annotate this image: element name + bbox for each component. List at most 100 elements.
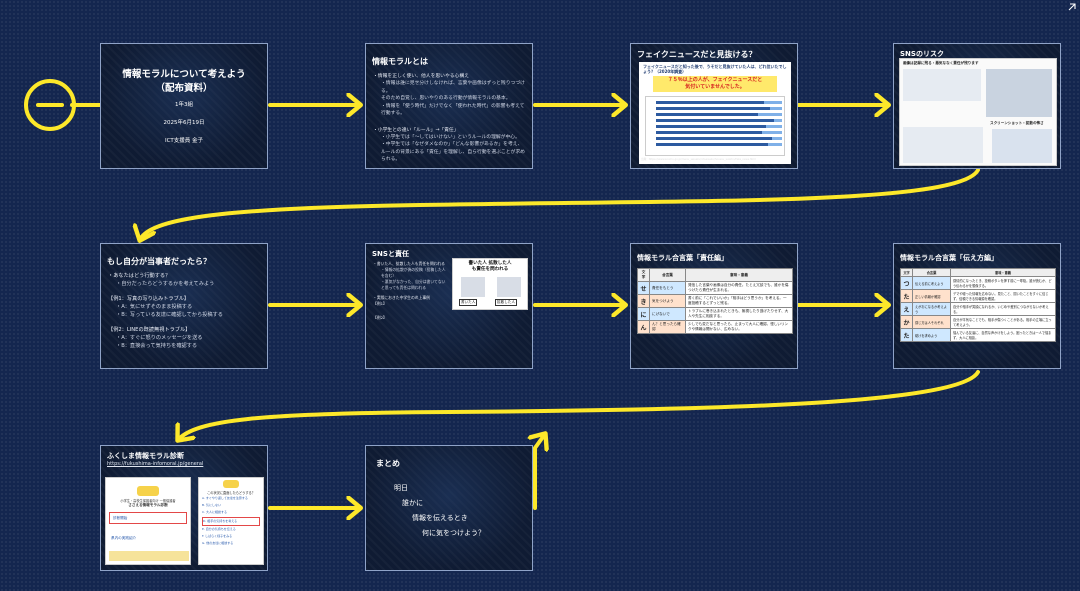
risk-heading-2: スクリーンショット・拡散の怖さ bbox=[990, 121, 1044, 125]
slide-motto-responsibility[interactable]: 情報モラル合言葉「責任編」 文字 合言葉 意味・意義 せ 責任をもとう 発信した… bbox=[630, 243, 798, 369]
slide-sns-risk[interactable]: SNSのリスク 画像は記録に残る・悪気ななく責任が残ります スクリーンショット・… bbox=[893, 43, 1061, 169]
motto-phrase: えがおになるか考えよう bbox=[912, 302, 951, 316]
motto-meaning: 少しでも変だなと思ったら、止まって大人に確認。怪しいリンクや情報は開かない、広め… bbox=[685, 320, 793, 334]
slide-heading: フェイクニュースだと見抜ける？ bbox=[637, 50, 757, 59]
label-writer: 書いた人 bbox=[459, 299, 478, 306]
bullet: 【例2：LINEの既読無視トラブル】 bbox=[108, 327, 191, 334]
bullet: そのため自覚し、思いやりのある行動が情報モラルの基本。 bbox=[381, 96, 511, 102]
answer-highlight bbox=[653, 76, 777, 92]
table-row: た 正しい情報か確認 デマや嘘った情報を広めない。見たこと、聞いたことをすぐに信… bbox=[900, 289, 1056, 303]
table-row: ん ん？と思ったら確認 少しでも変だなと思ったら、止まって大人に確認。怪しいリン… bbox=[637, 320, 793, 334]
bullet: 【例1】 bbox=[373, 301, 387, 307]
fake-news-question: フェイクニュースだと知った後で、うそだと見抜けていた人は、どれ位いたでしょう？（… bbox=[643, 64, 787, 75]
bullet: ・B：写っている友達に確認してから投稿する bbox=[116, 312, 223, 319]
option[interactable]: G. 他の友達に相談する bbox=[202, 541, 234, 546]
motto-phrase: 責任をもとう bbox=[649, 281, 686, 295]
source-note: 出典：https://www.soumu.go.jp/menu_seisaku/… bbox=[641, 158, 756, 161]
start-diagnosis-button[interactable]: 診断開始 bbox=[109, 512, 187, 524]
bullet: ・悪気がなかった、自分は書いてないと思っても責任は問われる bbox=[381, 278, 446, 290]
sns-risk-panel: 画像は記録に残る・悪気ななく責任が残ります スクリーンショット・拡散の怖さ bbox=[899, 58, 1057, 166]
slide-heading: もし自分が当事者だったら？ bbox=[107, 257, 211, 266]
motto-phrase: 正しい情報か確認 bbox=[912, 289, 951, 303]
motto-meaning: 発信した言葉や画像は自分の責任。たとえ冗談でも、誰かを傷つけたら責任が生まれる。 bbox=[685, 281, 793, 295]
callout-line: も責任を問われる bbox=[471, 266, 509, 272]
slide-heading: まとめ bbox=[376, 459, 400, 468]
motto-meaning: 悩んでいる友達に、自然な声かけをしよう。困ったときは一人で悩まず、大人に相談。 bbox=[950, 328, 1056, 342]
question-text: この状況に直面したらどうする？ bbox=[207, 491, 255, 495]
motto-phrase: 感じ方は人それぞれ bbox=[912, 315, 951, 329]
slide-heading: SNSと責任 bbox=[372, 250, 409, 258]
slide-info-moral[interactable]: 情報モラルとは ・情報を正しく使い、他人を思いやる心構え ・情報は誰に見せ分けし… bbox=[365, 43, 533, 169]
minus-circle-icon[interactable] bbox=[24, 79, 76, 131]
motto-meaning: デマや嘘った情報を広めない。見たこと、聞いたことをすぐに信じず、信頼できる情報源… bbox=[950, 289, 1056, 303]
motto-table: 文字 合言葉 意味・意義 つ 伝える前に考えよう 感情的になったとき、投稿ボタン… bbox=[900, 268, 1056, 342]
responsibility-illustration: 書いた人 拡散した人 も責任を問われる 書いた人 拡散した人 bbox=[452, 258, 528, 310]
bullet: ・実際におきた中学生の炎上事例 bbox=[373, 295, 430, 301]
slide-sns-responsibility[interactable]: SNSと責任 ・書いた人、拡散した人も責任を問われる ・情報の拡散が偽の投稿（投… bbox=[365, 243, 533, 369]
motto-phrase: 伝える前に考えよう bbox=[912, 276, 951, 290]
motto-letter: か bbox=[900, 315, 913, 329]
table-header: 文字 bbox=[637, 268, 650, 282]
table-row: つ 伝える前に考えよう 感情的になったとき、投稿ボタンを押す前に一呼吸。誰が読む… bbox=[900, 276, 1056, 290]
table-header: 合言葉 bbox=[649, 268, 686, 282]
slide-title[interactable]: 情報モラルについて考えよう （配布資料） 1年3組 2025年6月19日 ICT… bbox=[100, 43, 268, 169]
label-spreader: 拡散した人 bbox=[495, 299, 517, 306]
slide-title-date: 2025年6月19日 bbox=[163, 120, 205, 126]
motto-meaning: 感情的になったとき、投稿ボタンを押す前に一呼吸。誰が読むか、どう伝わるかを想像す… bbox=[950, 276, 1056, 290]
summary-line: 何に気をつけよう？ bbox=[422, 529, 485, 537]
motto-meaning: 自分や相手が笑顔になれるか、いじめや差別につながらないか考える。 bbox=[950, 302, 1056, 316]
slide-title-heading: 情報モラルについて考えよう bbox=[122, 69, 246, 80]
motto-meaning: 自分が平気なことでも、相手が傷つくことがある。相手の立場に立って考えよう。 bbox=[950, 315, 1056, 329]
risk-heading-1: 画像は記録に残る・悪気ななく責任が残ります bbox=[903, 61, 979, 65]
arrow-8-9 bbox=[178, 370, 980, 440]
callout-line: 書いた人 拡散した人 bbox=[468, 261, 512, 266]
bullet: 【例2】 bbox=[373, 315, 387, 321]
table-header: 意味・意義 bbox=[685, 268, 793, 282]
slide-heading: 情報モラルとは bbox=[372, 57, 428, 66]
slide-heading: 情報モラル合言葉「伝え方編」 bbox=[900, 254, 998, 262]
summary-line: 誰かに bbox=[402, 499, 423, 507]
option[interactable]: C. 大人に相談する bbox=[202, 510, 228, 515]
option[interactable]: F. しばらく様子をみる bbox=[202, 533, 233, 538]
landing-heading: ささえる情報モラル診断 bbox=[128, 503, 168, 507]
table-header: 合言葉 bbox=[912, 268, 951, 277]
bullet: ・中学生では「なぜダメなのか」「どんな影響があるか」を考え、ルールの背景にある「… bbox=[381, 142, 525, 163]
diagnosis-landing: 小学生・高校生保護者向け 一般保護者 ささえる情報モラル診断 診断開始 県内の実… bbox=[105, 477, 191, 565]
table-row: た 助けを求めよう 悩んでいる友達に、自然な声かけをしよう。困ったときは一人で悩… bbox=[900, 328, 1056, 342]
slide-title-subheading: （配布資料） bbox=[155, 83, 213, 94]
motto-phrase: にげないで bbox=[649, 307, 686, 321]
slide-summary[interactable]: まとめ 明日 誰かに 情報を伝えるとき 何に気をつけよう？ bbox=[365, 445, 533, 571]
slide-fake-news[interactable]: フェイクニュースだと見抜ける？ フェイクニュースだと知った後で、うそだと見抜けて… bbox=[630, 43, 798, 169]
slide-title-author: ICT支援員 金子 bbox=[164, 138, 204, 144]
practice-button[interactable]: 県内の実践紹介 bbox=[111, 536, 137, 540]
slide-heading: 情報モラル合言葉「責任編」 bbox=[637, 254, 728, 262]
survey-chart bbox=[645, 96, 785, 156]
motto-letter: ん bbox=[637, 320, 650, 334]
motto-table: 文字 合言葉 意味・意義 せ 責任をもとう 発信した言葉や画像は自分の責任。たと… bbox=[637, 268, 793, 334]
expand-arrow-icon[interactable] bbox=[1068, 3, 1076, 11]
motto-letter: つ bbox=[900, 276, 913, 290]
option[interactable]: A. すぐやり返して友達を注意する bbox=[202, 496, 248, 500]
arrow-4-5 bbox=[140, 168, 980, 240]
slide-if-you-were[interactable]: もし自分が当事者だったら？ ・あなたはどう行動する？ ・自分だったらどうするかを… bbox=[100, 243, 268, 369]
bullet: ・B：直接会って気持ちを確認する bbox=[116, 343, 198, 350]
table-row: え えがおになるか考えよう 自分や相手が笑顔になれるか、いじめや差別につながらな… bbox=[900, 302, 1056, 316]
option[interactable]: D. 相手の気持ちを考える bbox=[202, 516, 260, 526]
option[interactable]: E. 自分の気持ちを伝える bbox=[202, 526, 236, 531]
table-row: せ 責任をもとう 発信した言葉や画像は自分の責任。たとえ冗談でも、誰かを傷つけた… bbox=[637, 281, 793, 295]
table-header: 意味・意義 bbox=[950, 268, 1056, 277]
landing-caption: 小学生・高校生保護者向け 一般保護者 bbox=[120, 499, 176, 503]
option[interactable]: B. 気にしない bbox=[202, 503, 221, 508]
bullet: ・A：すぐに怒りのメッセージを送る bbox=[116, 335, 203, 342]
slide-motto-communication[interactable]: 情報モラル合言葉「伝え方編」 文字 合言葉 意味・意義 つ 伝える前に考えよう … bbox=[893, 243, 1061, 369]
slide-fukushima-diagnosis[interactable]: ふくしま情報モラル診断 https://fukushima-infomoral.… bbox=[100, 445, 268, 571]
fake-news-panel: フェイクニュースだと知った後で、うそだと見抜けていた人は、どれ位いたでしょう？（… bbox=[639, 62, 791, 164]
diagnosis-link[interactable]: https://fukushima-infomoral.jp/general bbox=[107, 461, 204, 467]
motto-phrase: ん？と思ったら確認 bbox=[649, 320, 686, 334]
bullet: ・情報の拡散が偽の投稿（投稿した人を含む） bbox=[381, 266, 446, 278]
motto-phrase: 気をつけよう bbox=[649, 294, 686, 308]
motto-letter: に bbox=[637, 307, 650, 321]
motto-letter: た bbox=[900, 289, 913, 303]
slide-heading: ふくしま情報モラル診断 bbox=[107, 452, 184, 460]
